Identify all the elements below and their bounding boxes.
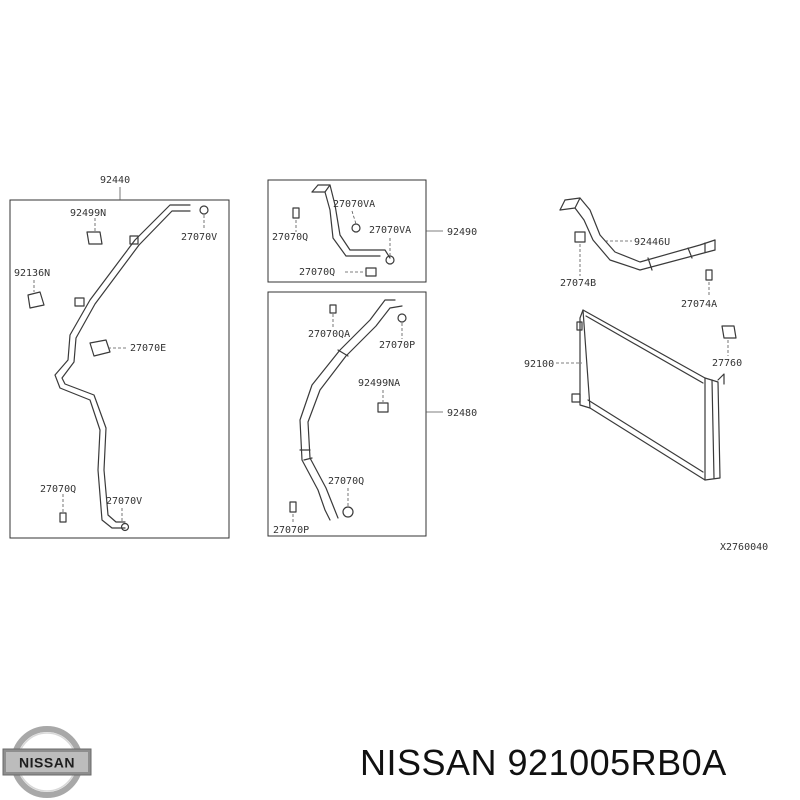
label-92499N: 92499N <box>70 208 106 219</box>
label-27070V-top: 27070V <box>181 232 217 243</box>
o-ring-27070P-top <box>397 313 407 323</box>
group-a-ref-label: 92440 <box>100 175 130 186</box>
group-d-assembly: 92446U 27074B 27074A 92100 27760 <box>524 197 742 481</box>
bolt-27070Q-a <box>59 512 67 523</box>
clip-92499NA <box>377 402 389 413</box>
bolt-27070Q-b2 <box>365 267 377 277</box>
group-c-frame <box>267 291 427 537</box>
o-ring-27070VA-1 <box>351 223 361 233</box>
pipe-92446U <box>564 197 716 263</box>
bolt-27070P-bottom <box>289 501 297 513</box>
o-ring-27070V-top <box>199 205 209 215</box>
label-27070VA-1: 27070VA <box>333 199 375 210</box>
logo-wordmark: NISSAN <box>19 755 75 771</box>
condenser-92100 <box>582 309 706 481</box>
group-b-assembly: 92490 27070VA 27070Q 27070VA 27070Q <box>267 179 477 283</box>
group-b-ref-label: 92490 <box>447 227 477 238</box>
part-number-caption: NISSAN 921005RB0A <box>360 742 727 783</box>
label-27070E: 27070E <box>130 343 166 354</box>
label-27070Q-a: 27070Q <box>40 484 76 495</box>
clip-92136N <box>27 291 45 309</box>
label-92136N: 92136N <box>14 268 50 279</box>
o-ring-27070Q-c <box>342 506 354 518</box>
o-ring-27070V-bottom <box>120 522 130 532</box>
group-a-frame <box>9 199 230 539</box>
drawing-code: X2760040 <box>720 542 768 553</box>
label-92446U: 92446U <box>634 237 670 248</box>
group-c-ref-label: 92480 <box>447 408 477 419</box>
group-c-assembly: 92480 27070QA 27070P 92499NA 27070Q 2707… <box>267 291 477 537</box>
clip-92499N <box>86 231 103 245</box>
label-27760: 27760 <box>712 358 742 369</box>
label-27070QA: 27070QA <box>308 329 350 340</box>
label-27070Q-b1: 27070Q <box>272 232 308 243</box>
nissan-logo: NISSAN <box>2 726 92 798</box>
label-27074B: 27074B <box>560 278 596 289</box>
label-92499NA: 92499NA <box>358 378 400 389</box>
label-92100: 92100 <box>524 359 554 370</box>
bolt-27074A <box>705 269 713 281</box>
pipe-92440 <box>54 204 191 529</box>
bolt-27070Q-b1 <box>292 207 300 219</box>
hose-92490 <box>317 184 391 259</box>
bolt-27070QA <box>329 304 337 314</box>
label-27070Q-b2: 27070Q <box>299 267 335 278</box>
hose-92480 <box>299 299 396 521</box>
sensor-27760 <box>721 325 737 339</box>
label-27070P-bottom: 27070P <box>273 525 309 536</box>
label-27074A: 27074A <box>681 299 717 310</box>
label-27070Q-c: 27070Q <box>328 476 364 487</box>
label-27070P-top: 27070P <box>379 340 415 351</box>
group-a-assembly: 92440 92499N 27070V 92136N 27070E 27070Q… <box>9 175 230 539</box>
clip-27074B <box>574 231 586 243</box>
bracket-27070E <box>89 339 111 357</box>
label-27070VA-2: 27070VA <box>369 225 411 236</box>
label-27070V-bottom: 27070V <box>106 496 142 507</box>
